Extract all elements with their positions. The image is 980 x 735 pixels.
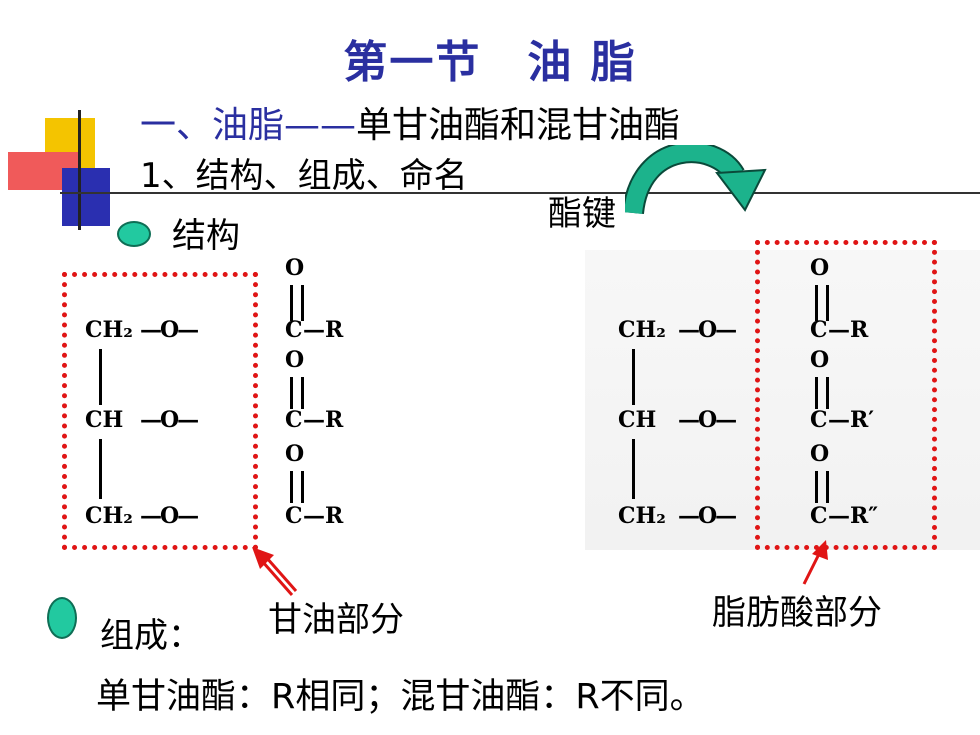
carbonyl-oxygen: O xyxy=(810,441,830,467)
carbonyl-carbon: C xyxy=(810,407,828,433)
carbonyl-oxygen: O xyxy=(285,441,305,467)
structure-label: 结构 xyxy=(172,216,240,256)
ch-group: CH xyxy=(618,407,657,433)
curved-arrow-icon xyxy=(625,145,767,215)
scan-background xyxy=(585,250,980,550)
carbonyl-carbon: C xyxy=(810,503,828,529)
r-group: —R″ xyxy=(828,503,879,529)
logo-blue-square xyxy=(62,168,110,226)
ester-oxygen: —O— xyxy=(140,317,199,343)
formula-left: O CH₂ —O— C —R O CH —O— C —R O CH₂ —O— C… xyxy=(85,255,395,545)
red-arrow-icon xyxy=(252,547,298,596)
red-arrow-icon xyxy=(802,540,828,585)
logo-decoration xyxy=(0,110,120,230)
carbonyl-carbon: C xyxy=(285,317,303,343)
r-group: —R xyxy=(303,503,344,529)
r-group: —R xyxy=(828,317,869,343)
carbonyl-carbon: C xyxy=(810,317,828,343)
carbonyl-oxygen: O xyxy=(810,347,830,373)
subsection-heading: 1、结构、组成、命名 xyxy=(140,156,468,196)
vertical-bond xyxy=(632,439,635,499)
ch-group: CH xyxy=(85,407,124,433)
vertical-bond xyxy=(99,439,102,499)
fatty-acid-part-label: 脂肪酸部分 xyxy=(712,593,882,633)
r-group: —R xyxy=(303,407,344,433)
vertical-bond xyxy=(632,349,635,405)
logo-vertical-line xyxy=(78,110,81,230)
ch2-group: CH₂ xyxy=(618,317,666,343)
carbonyl-carbon: C xyxy=(285,407,303,433)
vertical-bond xyxy=(99,349,102,405)
ester-oxygen: —O— xyxy=(678,317,737,343)
subtitle-rest: 单甘油酯和混甘油酯 xyxy=(356,105,681,146)
fatty-acid-highlight-box xyxy=(755,240,937,550)
carbonyl-oxygen: O xyxy=(285,255,305,281)
carbonyl-carbon: C xyxy=(285,503,303,529)
carbonyl-oxygen: O xyxy=(810,255,830,281)
ester-oxygen: —O— xyxy=(140,503,199,529)
bullet-icon xyxy=(47,597,77,639)
glycerol-part-label: 甘油部分 xyxy=(268,600,404,640)
carbonyl-oxygen: O xyxy=(285,347,305,373)
double-bond xyxy=(815,377,829,409)
r-group: —R′ xyxy=(828,407,875,433)
double-bond xyxy=(290,471,304,503)
r-group: —R xyxy=(303,317,344,343)
double-bond xyxy=(290,285,304,321)
double-bond xyxy=(815,471,829,503)
formula-right: O CH₂ —O— C —R O CH —O— C —R′ O CH₂ —O— … xyxy=(618,255,948,545)
page-title: 第一节 油 脂 xyxy=(343,37,637,88)
bullet-icon xyxy=(117,221,151,247)
ch2-group: CH₂ xyxy=(618,503,666,529)
section-subtitle: 一、油脂——单甘油酯和混甘油酯 xyxy=(140,96,680,148)
ch2-group: CH₂ xyxy=(85,317,133,343)
double-bond xyxy=(290,377,304,409)
ch2-group: CH₂ xyxy=(85,503,133,529)
double-bond xyxy=(815,285,829,321)
subtitle-prefix: 一、油脂—— xyxy=(140,105,357,146)
composition-label: 组成： xyxy=(100,616,202,656)
ester-oxygen: —O— xyxy=(678,503,737,529)
summary-text: 单甘油酯：R相同；混甘油酯：R不同。 xyxy=(96,677,705,717)
glycerol-highlight-box xyxy=(62,272,258,550)
header-divider xyxy=(60,192,980,194)
ester-bond-label: 酯键 xyxy=(548,194,616,234)
ester-oxygen: —O— xyxy=(678,407,737,433)
ester-oxygen: —O— xyxy=(140,407,199,433)
